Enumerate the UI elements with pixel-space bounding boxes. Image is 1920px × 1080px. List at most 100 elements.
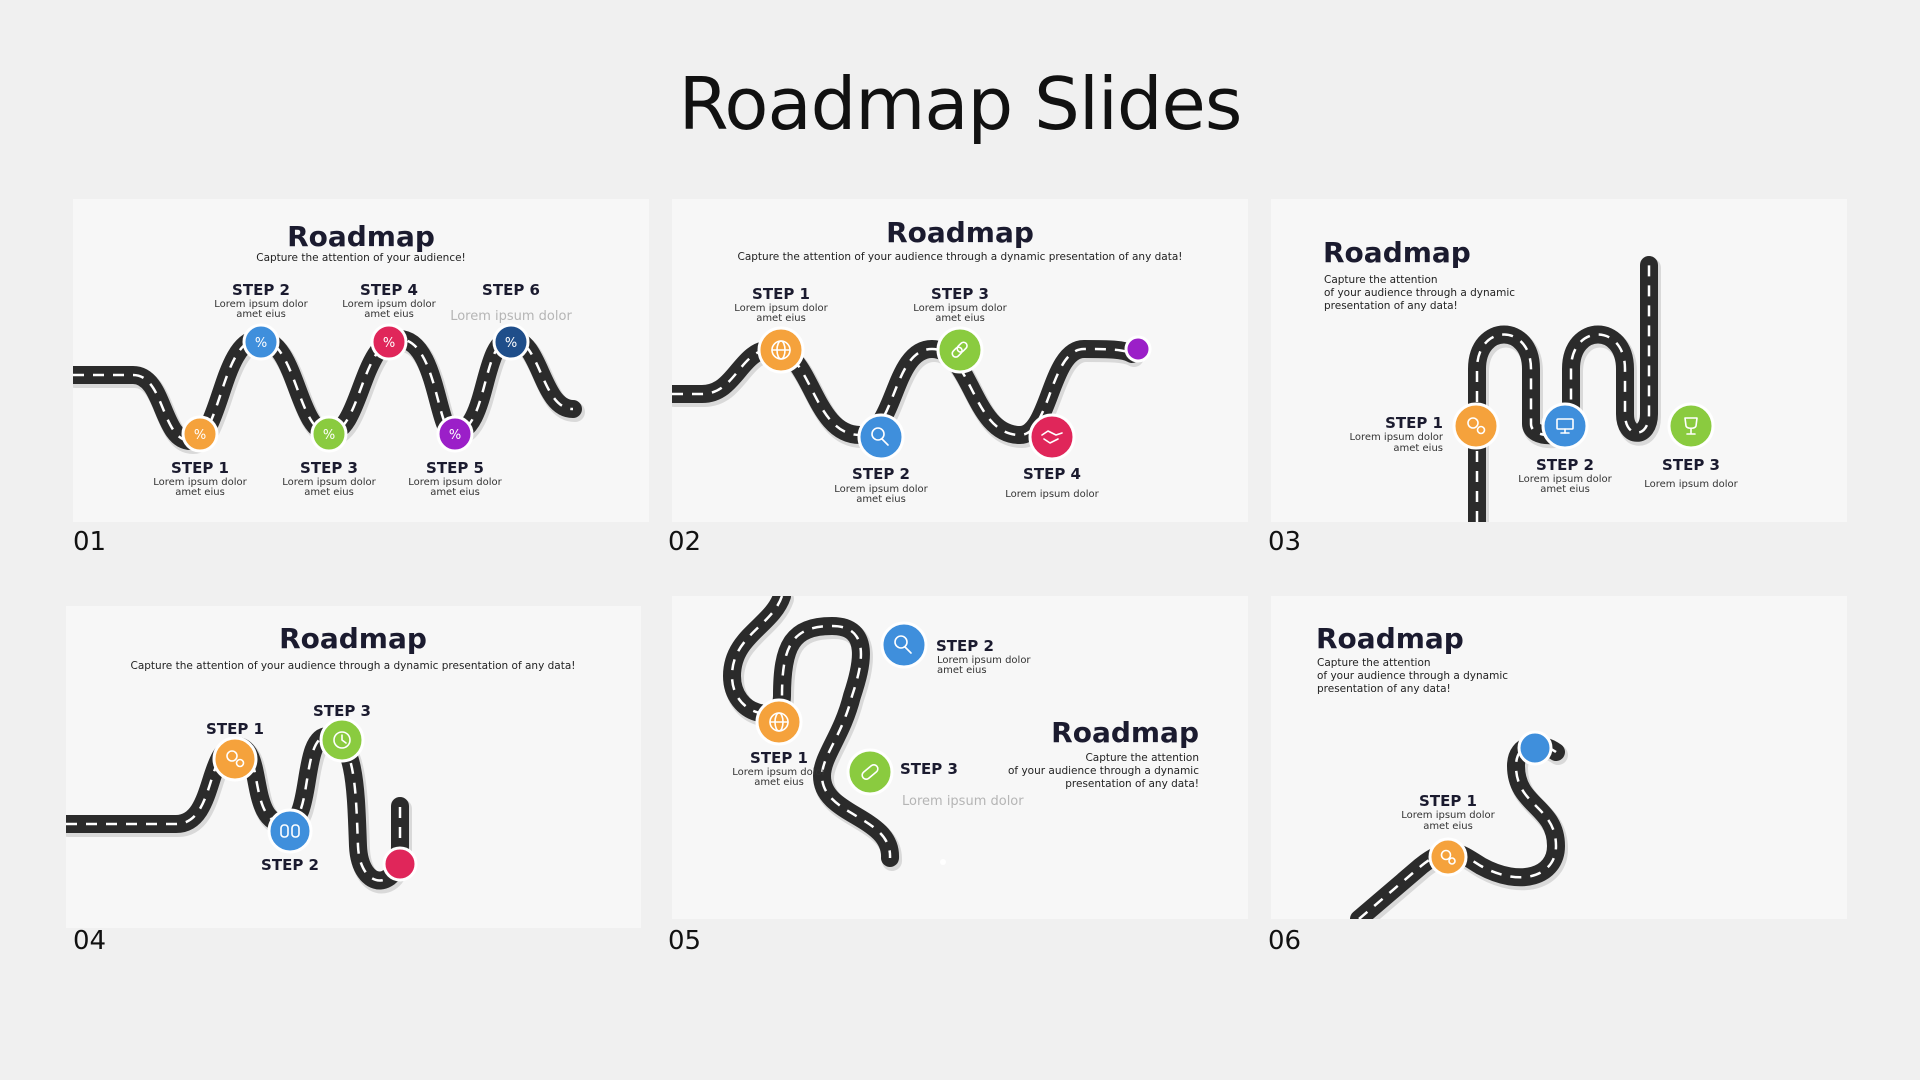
slide-title: Roadmap — [279, 622, 427, 655]
slide-subtitle: Capture the attention — [1324, 274, 1438, 286]
step-label: STEP 2 — [232, 281, 290, 299]
step-description: Lorem ipsum dolor — [834, 484, 928, 495]
step-description: Lorem ipsum dolor — [153, 477, 247, 488]
step-1-marker[interactable] — [1452, 402, 1500, 450]
slide-number: 01 — [73, 527, 107, 557]
end-marker — [1124, 335, 1152, 363]
step-description: Lorem ipsum dolor — [1005, 489, 1099, 500]
step-label: STEP 3 — [931, 285, 989, 303]
step-description: amet eius — [175, 487, 225, 498]
step-4-marker[interactable] — [1028, 413, 1076, 461]
step-label: STEP 1 — [1385, 414, 1443, 432]
percent-icon: % — [505, 336, 517, 351]
step-label: STEP 1 — [1419, 792, 1477, 810]
gears-icon — [1467, 417, 1486, 435]
step-label: STEP 2 — [1536, 456, 1594, 474]
percent-icon: % — [449, 428, 461, 443]
percent-icon: % — [194, 428, 206, 443]
step-4-marker[interactable]: % — [370, 323, 408, 361]
step-3-marker[interactable] — [936, 326, 984, 374]
page-title: Roadmap Slides — [678, 62, 1243, 146]
step-description: amet eius — [236, 309, 286, 320]
step-2-marker[interactable] — [857, 413, 905, 461]
link-icon — [951, 341, 968, 358]
end-marker — [382, 846, 418, 882]
step-description: Lorem ipsum dolor — [913, 303, 1007, 314]
slide-04-canvas: Roadmap Capture the attention of your au… — [66, 622, 576, 894]
step-1-marker[interactable] — [757, 326, 805, 374]
slide-thumbnail-04[interactable]: Roadmap Capture the attention of your au… — [66, 606, 641, 928]
step-description: Lorem ipsum dolor — [450, 309, 572, 324]
step-label: STEP 2 — [261, 856, 319, 874]
slide-subtitle: of your audience through a dynamic — [1008, 765, 1199, 777]
handshake-icon — [1041, 430, 1063, 444]
step-description: amet eius — [1540, 484, 1590, 495]
slide-03-canvas: Roadmap Capture the attention of your au… — [1323, 236, 1739, 522]
step-1-marker[interactable] — [755, 698, 803, 746]
slide-title: Roadmap — [1051, 716, 1199, 749]
road — [723, 596, 902, 871]
step-description: Lorem ipsum dolor — [1644, 479, 1738, 490]
slide-thumbnail-05[interactable]: STEP 1 Lorem ipsum dolor amet eius STEP … — [672, 596, 1248, 919]
step-label: STEP 1 — [206, 720, 264, 738]
step-3-marker[interactable] — [846, 748, 894, 796]
step-label: STEP 3 — [300, 459, 358, 477]
slide-subtitle: Capture the attention of your audience t… — [738, 251, 1183, 263]
slide-number: 05 — [668, 926, 702, 956]
slide-subtitle: presentation of any data! — [1324, 300, 1458, 312]
step-description: amet eius — [756, 313, 806, 324]
monitor-icon — [1556, 418, 1574, 434]
slide-subtitle: presentation of any data! — [1317, 683, 1451, 695]
step-1-marker[interactable] — [1428, 837, 1468, 877]
slide-thumbnail-01[interactable]: Roadmap Capture the attention of your au… — [73, 199, 649, 522]
slide-01-canvas: Roadmap Capture the attention of your au… — [73, 220, 585, 498]
step-5-marker[interactable]: % — [436, 415, 474, 453]
slide-thumbnail-06[interactable]: Roadmap Capture the attention of your au… — [1271, 596, 1847, 919]
step-label: STEP 1 — [750, 749, 808, 767]
step-2-marker[interactable]: % — [242, 323, 280, 361]
step-3-marker[interactable] — [319, 717, 365, 763]
slide-thumbnail-03[interactable]: Roadmap Capture the attention of your au… — [1271, 199, 1847, 522]
step-description: Lorem ipsum dolor — [1401, 810, 1495, 821]
step-description: amet eius — [856, 494, 906, 505]
slide-thumbnail-02[interactable]: Roadmap Capture the attention of your au… — [672, 199, 1248, 522]
road-end-dot — [940, 859, 946, 865]
slide-subtitle: Capture the attention of your audience! — [256, 252, 466, 264]
step-description: amet eius — [430, 487, 480, 498]
clock-icon — [333, 731, 351, 749]
step-3-marker[interactable] — [1667, 402, 1715, 450]
step-1-marker[interactable] — [212, 736, 258, 782]
step-description: amet eius — [304, 487, 354, 498]
trophy-icon — [1684, 417, 1698, 435]
globe-icon — [771, 340, 791, 360]
step-2-marker[interactable] — [880, 621, 928, 669]
step-description: amet eius — [935, 313, 985, 324]
step-label: STEP 3 — [313, 702, 371, 720]
step-label: STEP 1 — [752, 285, 810, 303]
step-6-marker[interactable]: % — [492, 323, 530, 361]
step-description: Lorem ipsum dolor — [937, 655, 1031, 666]
step-description: Lorem ipsum dolor — [282, 477, 376, 488]
step-3-marker[interactable]: % — [310, 415, 348, 453]
step-2-marker[interactable] — [1541, 402, 1589, 450]
pill-icon — [861, 763, 879, 781]
step-description: Lorem ipsum dolor — [732, 767, 826, 778]
slide-05-canvas: STEP 1 Lorem ipsum dolor amet eius STEP … — [723, 596, 1199, 871]
step-2-marker[interactable] — [267, 808, 313, 854]
step-description: amet eius — [364, 309, 414, 320]
slide-subtitle: presentation of any data! — [1065, 778, 1199, 790]
step-description: amet eius — [1423, 821, 1473, 832]
magnifier-icon — [871, 427, 889, 446]
step-description: Lorem ipsum dolor — [214, 299, 308, 310]
step-label: STEP 1 — [171, 459, 229, 477]
step-description: Lorem ipsum dolor — [1349, 432, 1443, 443]
slide-subtitle: Capture the attention — [1085, 752, 1199, 764]
step-description: amet eius — [1393, 443, 1443, 454]
percent-icon: % — [255, 336, 267, 351]
road — [1468, 256, 1661, 522]
step-1-marker[interactable]: % — [181, 415, 219, 453]
step-description: Lorem ipsum dolor — [408, 477, 502, 488]
slide-title: Roadmap — [1323, 236, 1471, 269]
step-label: STEP 2 — [852, 465, 910, 483]
step-label: STEP 4 — [360, 281, 418, 299]
